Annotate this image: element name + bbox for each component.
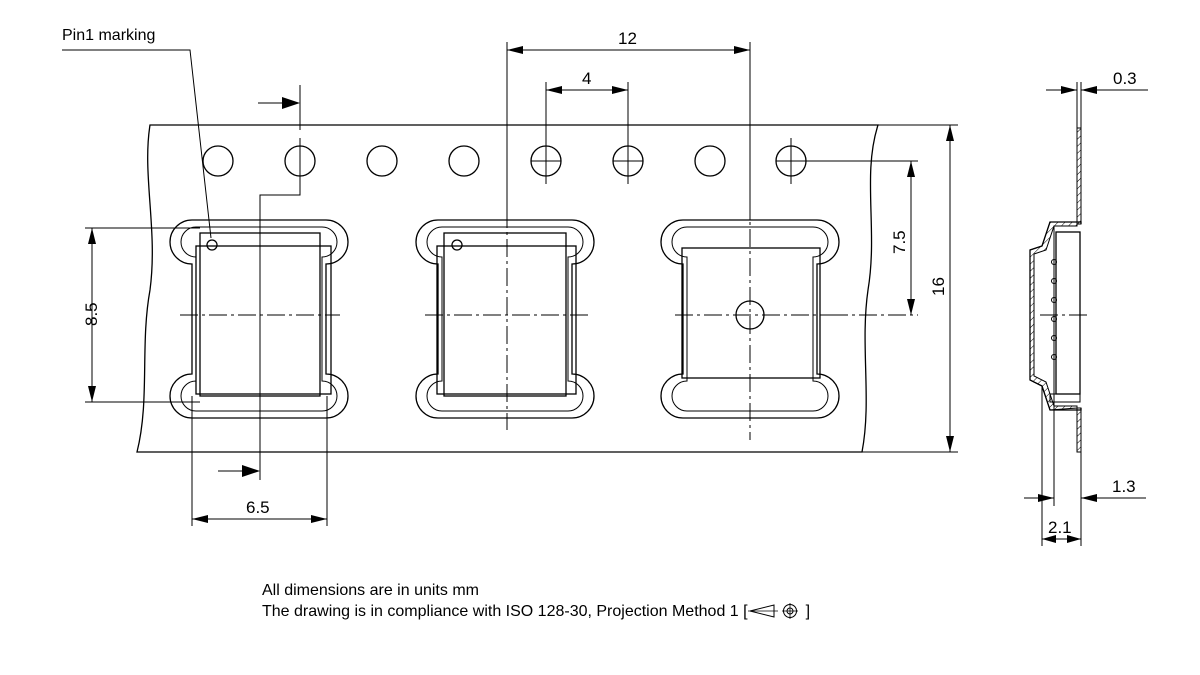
offset-indicator-top [218, 85, 301, 480]
dim-hole-to-pocket-text: 7.5 [890, 230, 909, 254]
drawing-notes: All dimensions are in units mm The drawi… [262, 580, 810, 622]
sprocket-holes [202, 138, 918, 184]
dimension-tape-thickness: 0.3 [1046, 69, 1148, 128]
dimension-pocket-width: 6.5 [191, 396, 328, 526]
dimension-depth-outer: 2.1 [1041, 386, 1082, 546]
pocket-1 [169, 219, 349, 419]
dimension-hole-to-pocket: 7.5 [890, 161, 915, 315]
pin1-marking-label: Pin1 marking [62, 27, 155, 44]
dimension-pitch: 12 [506, 29, 751, 220]
first-angle-projection-icon [747, 603, 798, 619]
dim-tape-thickness-text: 0.3 [1113, 69, 1137, 88]
pin1-marker [206, 239, 218, 251]
dim-depth-outer-text: 2.1 [1048, 518, 1072, 537]
pocket-3 [660, 200, 840, 440]
pocket-2 [415, 210, 595, 430]
notes-compliance: The drawing is in compliance with ISO 12… [262, 601, 810, 622]
dim-pocket-width-text: 6.5 [246, 498, 270, 517]
dim-depth-inner-text: 1.3 [1112, 477, 1136, 496]
pin1-leader: Pin1 marking [62, 27, 212, 239]
dim-tape-width-text: 16 [929, 277, 948, 296]
dim-hole-pitch-text: 4 [582, 69, 591, 88]
notes-units: All dimensions are in units mm [262, 582, 479, 599]
dim-pocket-length-text: 8.5 [82, 302, 101, 326]
dim-pitch-text: 12 [618, 29, 637, 48]
dimension-pocket-length: 8.5 [82, 227, 200, 403]
dimension-depth-inner: 1.3 [1024, 406, 1146, 506]
notes-compliance-text: The drawing is in compliance with ISO 12… [262, 603, 748, 620]
dimension-hole-pitch: 4 [545, 69, 629, 138]
dimension-tape-width: 16 [862, 124, 958, 453]
side-section-view [1029, 127, 1090, 453]
notes-compliance-suffix: ] [805, 603, 811, 620]
